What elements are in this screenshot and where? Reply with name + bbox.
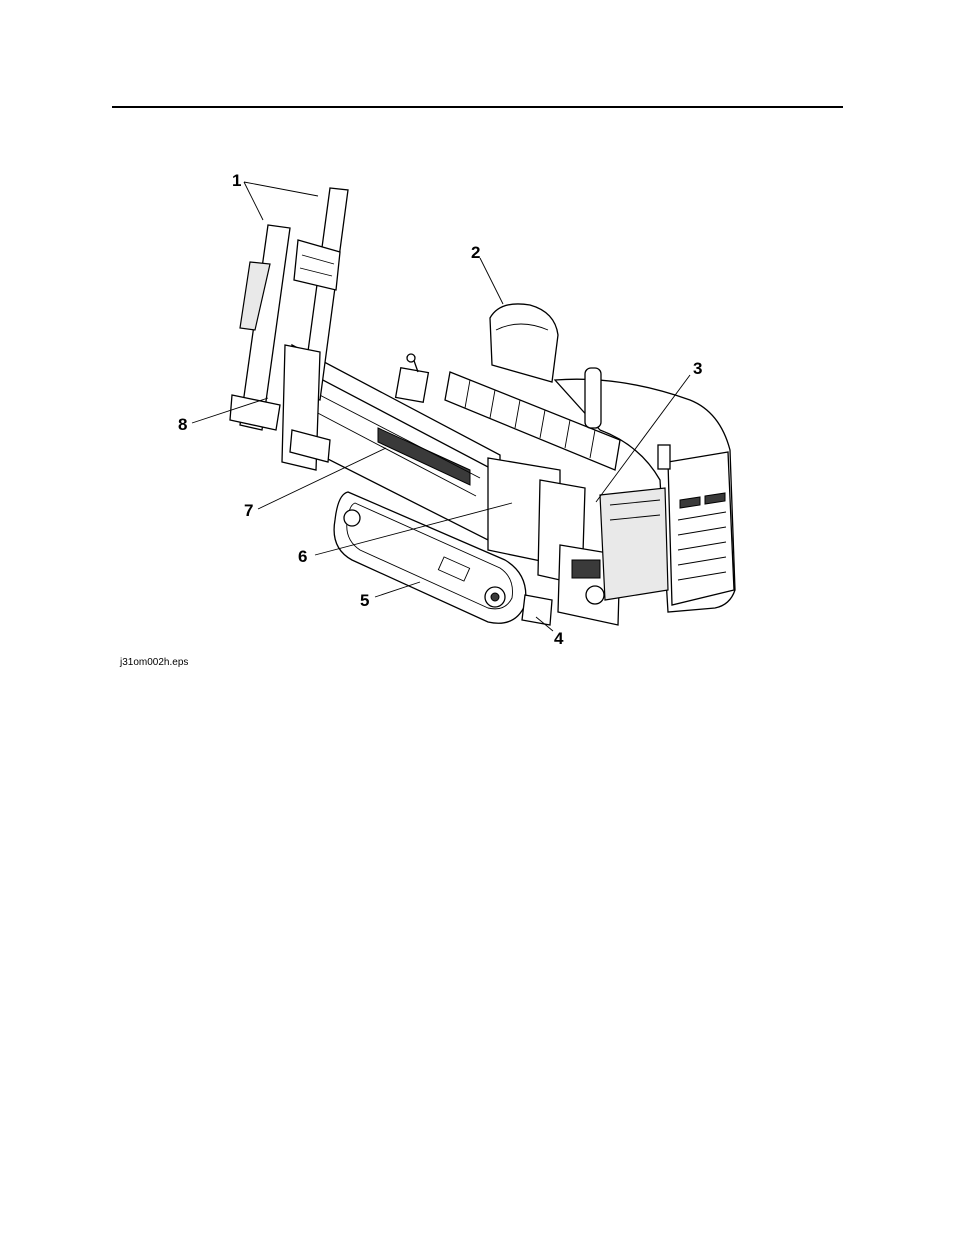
drill-machine-illustration bbox=[0, 0, 954, 700]
operator-seat bbox=[490, 304, 558, 382]
callout-4: 4 bbox=[554, 630, 563, 647]
callout-1: 1 bbox=[232, 172, 241, 189]
figure-filename-caption: j31om002h.eps bbox=[120, 657, 188, 668]
callout-5: 5 bbox=[360, 592, 369, 609]
callout-6: 6 bbox=[298, 548, 307, 565]
callout-8: 8 bbox=[178, 416, 187, 433]
callout-3: 3 bbox=[693, 360, 702, 377]
callout-2: 2 bbox=[471, 244, 480, 261]
callout-7: 7 bbox=[244, 502, 253, 519]
